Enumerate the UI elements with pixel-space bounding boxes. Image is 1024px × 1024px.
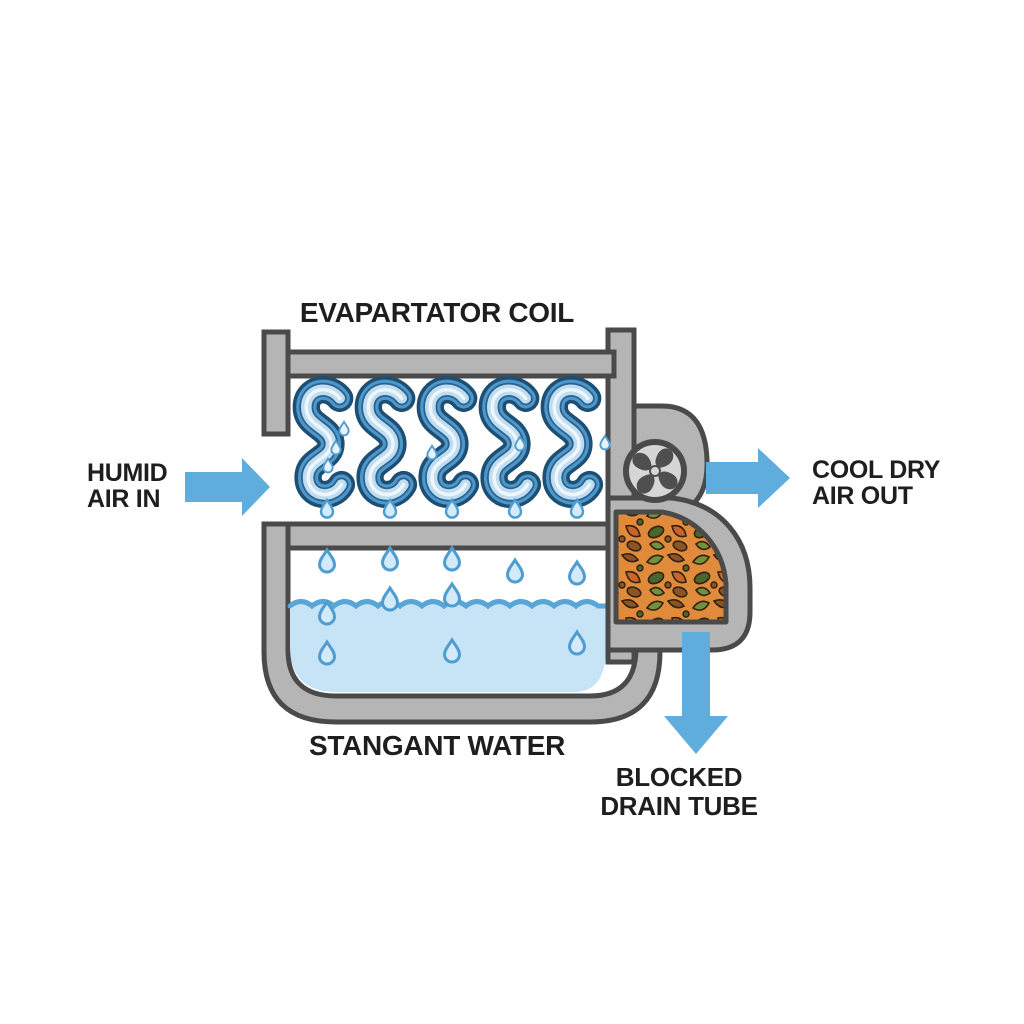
- water-droplet-icon: [443, 546, 461, 572]
- coil-icon: [554, 390, 589, 495]
- humid-air-arrow-icon: [185, 458, 270, 516]
- water-droplet-icon: [443, 582, 461, 608]
- fan-icon: [623, 439, 687, 503]
- water-droplet-icon: [338, 420, 350, 437]
- label-cool-dry-air-out: COOL DRY AIR OUT: [812, 457, 940, 509]
- water-droplet-icon: [381, 546, 399, 572]
- fan-hub: [649, 465, 661, 477]
- label-cool-line1: COOL DRY: [812, 456, 941, 484]
- water-droplet-icon: [568, 560, 586, 586]
- label-blocked-line1: BLOCKED: [615, 762, 743, 792]
- label-humid-line2: AIR IN: [87, 485, 161, 513]
- evaporator-coils: [306, 390, 589, 495]
- label-blocked-line2: DRAIN TUBE: [600, 791, 758, 821]
- label-stagnant-water: STANGANT WATER: [308, 730, 566, 761]
- label-humid-air-in: HUMID AIR IN: [87, 459, 168, 513]
- water-surface-line: [287, 599, 609, 610]
- label-humid-line1: HUMID: [87, 459, 168, 487]
- cool-air-arrow-icon: [706, 448, 790, 508]
- debris-blockage: [613, 509, 729, 625]
- coil-frame-top-bar: [283, 349, 617, 379]
- coil-frame-left-post: [261, 329, 291, 437]
- water-droplet-icon: [506, 558, 524, 584]
- water-droplet-icon: [318, 548, 336, 574]
- coil-icon: [430, 390, 465, 495]
- water-droplet-icon: [381, 586, 399, 612]
- label-cool-line2: AIR OUT: [812, 482, 913, 510]
- label-evaporator-coil: EVAPARTATOR COIL: [299, 297, 575, 328]
- water-droplet-icon: [426, 444, 438, 461]
- drain-arrow-icon: [664, 632, 728, 754]
- tray-rim-bar: [261, 521, 617, 551]
- coil-icon: [368, 390, 403, 495]
- label-blocked-drain-tube: BLOCKED DRAIN TUBE: [529, 763, 829, 821]
